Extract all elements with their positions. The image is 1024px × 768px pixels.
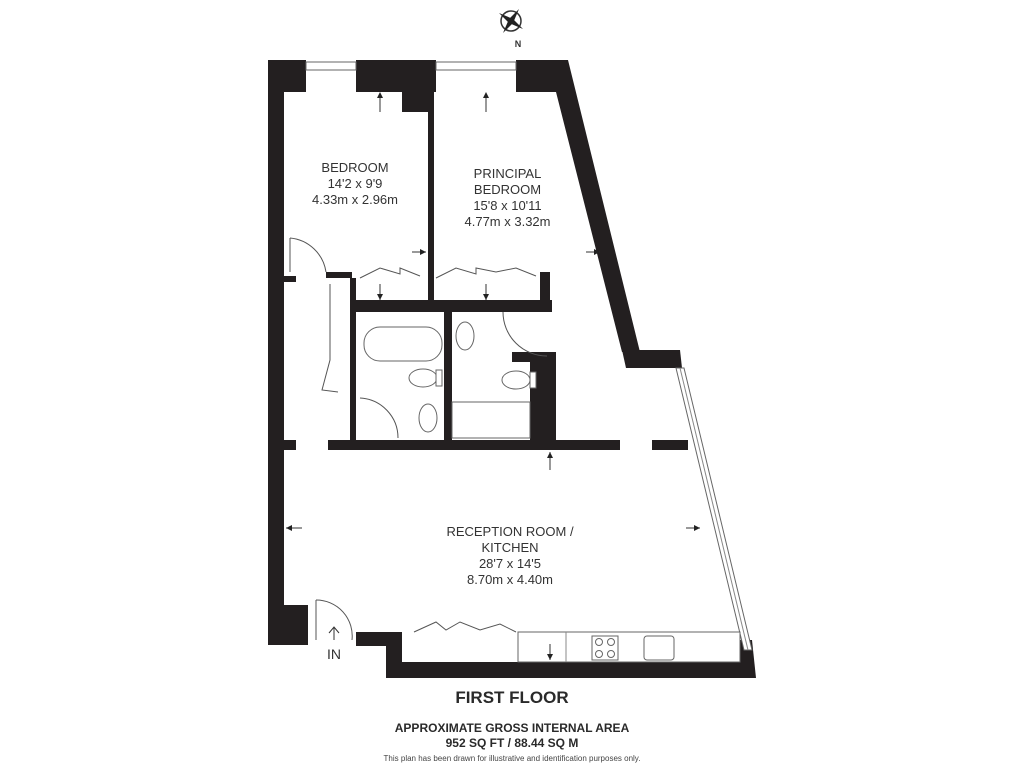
room-name: RECEPTION ROOM / [446,524,574,539]
interior-walls [284,92,688,450]
room-name: BEDROOM [321,160,389,175]
room-metric: 4.77m x 3.32m [464,214,551,229]
disclaimer: This plan has been drawn for illustrativ… [383,754,641,763]
area-heading: APPROXIMATE GROSS INTERNAL AREA [394,721,630,735]
exterior-walls [268,60,756,678]
room-name: PRINCIPAL [473,166,542,181]
room-imperial: 28'7 x 14'5 [478,556,542,571]
room-label-principal-bedroom: PRINCIPAL BEDROOM 15'8 x 10'11 4.77m x 3… [450,166,565,230]
room-imperial: 14'2 x 9'9 [327,176,383,191]
compass-rose-icon [499,9,523,33]
room-name: KITCHEN [481,540,539,555]
room-metric: 4.33m x 2.96m [312,192,398,207]
door-swing [289,237,327,273]
floor-title: FIRST FLOOR [455,688,569,707]
windows [305,61,753,651]
area-value: 952 SQ FT / 88.44 SQ M [445,736,579,750]
entrance-arrow-icon [328,626,340,640]
room-name: BEDROOM [473,182,542,197]
compass-north-label: N [514,39,522,49]
dimension-arrows [286,92,700,660]
entrance-label: IN [327,646,341,662]
room-label-reception-kitchen: RECEPTION ROOM / KITCHEN 28'7 x 14'5 8.7… [430,524,590,588]
room-label-bedroom: BEDROOM 14'2 x 9'9 4.33m x 2.96m [300,160,410,208]
entrance-door-swing [315,599,353,641]
room-imperial: 15'8 x 10'11 [473,198,542,213]
room-metric: 8.70m x 4.40m [467,572,553,587]
bathroom-fixtures [363,321,537,439]
kitchen-units [517,631,741,663]
